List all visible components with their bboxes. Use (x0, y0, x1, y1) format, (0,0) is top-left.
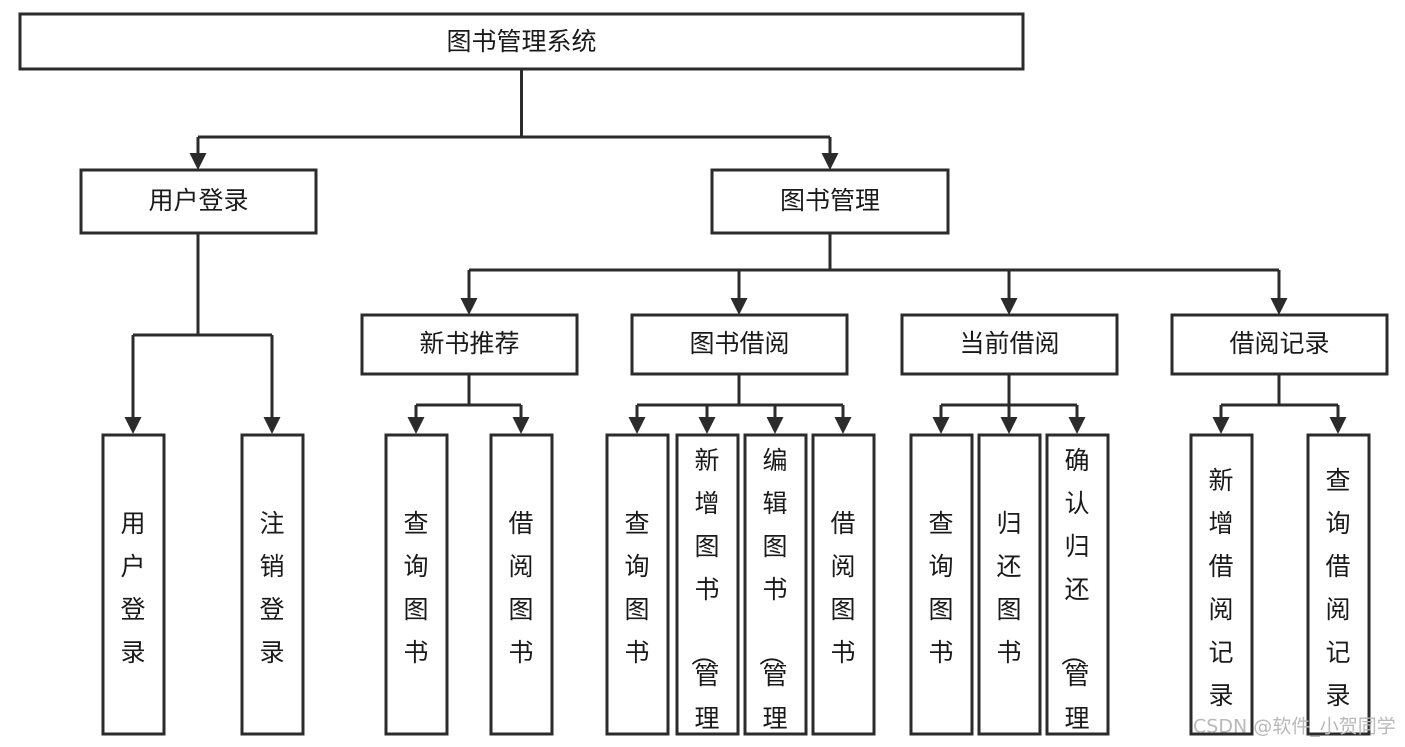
leaf-edit-book[interactable]: 编辑图书（管理员） (743, 433, 808, 747)
arrow-to-leaf-user-login (124, 417, 142, 434)
node-user-login-box[interactable] (79, 168, 318, 235)
leaf-query-record-label: 查询借阅记录 (1325, 466, 1350, 710)
leaf-query-book-3-label: 查询图书 (928, 509, 953, 667)
connector-layer (124, 69, 1347, 434)
leaf-confirm-return-label: 确认归还（管理员） (1058, 446, 1089, 747)
leaf-borrow-book-1-label: 借阅图书 (508, 509, 533, 667)
node-book-borrow[interactable]: 图书借阅 (630, 313, 849, 376)
leaf-query-book-2[interactable]: 查询图书 (605, 433, 670, 736)
leaf-add-record[interactable]: 新增借阅记录 (1189, 433, 1254, 736)
leaf-borrow-book-2-box[interactable] (811, 433, 876, 736)
node-borrow-record-box[interactable] (1170, 313, 1389, 376)
node-new-book-rec-box[interactable] (360, 313, 579, 376)
arrow-to-leaf-query-record (1329, 417, 1347, 434)
node-book-manage-box[interactable] (710, 168, 950, 235)
leaf-add-book-label: 新增图书（管理员） (688, 446, 719, 747)
arrow-to-leaf-query-book-2 (628, 417, 646, 434)
leaf-add-book-box[interactable] (675, 433, 740, 736)
node-user-login-label: 用户登录 (148, 186, 248, 215)
csdn-watermark: CSDN @软件_小贺同学 (1193, 716, 1396, 738)
leaf-query-record[interactable]: 查询借阅记录 (1306, 433, 1371, 736)
leaf-return-book-label: 归还图书 (996, 509, 1021, 667)
leaf-query-book-1-label: 查询图书 (403, 509, 428, 667)
arrow-to-new-book-rec (460, 298, 478, 315)
leaf-query-book-2-box[interactable] (605, 433, 670, 736)
leaf-add-record-box[interactable] (1189, 433, 1254, 736)
leaf-query-book-3[interactable]: 查询图书 (909, 433, 974, 736)
leaf-query-book-1-box[interactable] (384, 433, 449, 736)
arrow-to-leaf-add-book (698, 417, 716, 434)
arrow-to-leaf-query-book-1 (407, 417, 425, 434)
leaf-logout-box[interactable] (240, 433, 305, 736)
node-borrow-record-label: 借阅记录 (1229, 329, 1329, 358)
node-current-borrow[interactable]: 当前借阅 (900, 313, 1119, 376)
arrow-to-leaf-borrow-book-2 (834, 417, 852, 434)
arrow-to-borrow-record (1270, 298, 1288, 315)
arrow-to-current-borrow (1000, 298, 1018, 315)
leaf-return-book-box[interactable] (977, 433, 1042, 736)
node-new-book-rec-label: 新书推荐 (419, 329, 519, 358)
arrow-to-user-login (189, 153, 207, 170)
leaf-logout-label: 注销登录 (259, 509, 284, 667)
node-book-borrow-label: 图书借阅 (689, 329, 789, 358)
leaf-return-book[interactable]: 归还图书 (977, 433, 1042, 736)
leaf-user-login[interactable]: 用户登录 (101, 433, 166, 736)
leaf-query-book-3-box[interactable] (909, 433, 974, 736)
leaf-confirm-return-box[interactable] (1045, 433, 1110, 736)
node-borrow-record[interactable]: 借阅记录 (1170, 313, 1389, 376)
leaf-borrow-book-1[interactable]: 借阅图书 (489, 433, 554, 736)
arrow-to-leaf-logout (263, 417, 281, 434)
leaf-query-record-box[interactable] (1306, 433, 1371, 736)
node-current-borrow-label: 当前借阅 (959, 329, 1059, 358)
leaf-add-record-label: 新增借阅记录 (1208, 466, 1233, 710)
arrow-to-leaf-confirm-return (1068, 417, 1086, 434)
leaf-query-book-1[interactable]: 查询图书 (384, 433, 449, 736)
node-new-book-rec[interactable]: 新书推荐 (360, 313, 579, 376)
leaf-logout[interactable]: 注销登录 (240, 433, 305, 736)
leaf-borrow-book-1-box[interactable] (489, 433, 554, 736)
arrow-to-book-manage (821, 153, 839, 170)
leaf-query-book-2-label: 查询图书 (624, 509, 649, 667)
node-book-borrow-box[interactable] (630, 313, 849, 376)
arrow-to-leaf-borrow-book-1 (512, 417, 530, 434)
node-root-label: 图书管理系统 (446, 27, 596, 56)
node-user-login[interactable]: 用户登录 (79, 168, 318, 235)
node-root[interactable]: 图书管理系统 (18, 12, 1025, 71)
leaf-user-login-label: 用户登录 (120, 509, 145, 667)
node-book-manage[interactable]: 图书管理 (710, 168, 950, 235)
leaf-add-book[interactable]: 新增图书（管理员） (675, 433, 740, 747)
arrow-to-leaf-query-book-3 (932, 417, 950, 434)
leaf-user-login-box[interactable] (101, 433, 166, 736)
leaf-edit-book-box[interactable] (743, 433, 808, 736)
arrow-to-book-borrow (730, 298, 748, 315)
arrow-to-leaf-return-book (1000, 417, 1018, 434)
leaf-borrow-book-2-label: 借阅图书 (830, 509, 855, 667)
node-book-manage-label: 图书管理 (780, 186, 880, 215)
arrow-to-leaf-add-record (1212, 417, 1230, 434)
arrow-to-leaf-edit-book (766, 417, 784, 434)
leaf-edit-book-label: 编辑图书（管理员） (756, 446, 787, 747)
node-root-box[interactable] (18, 12, 1025, 71)
node-current-borrow-box[interactable] (900, 313, 1119, 376)
leaf-confirm-return[interactable]: 确认归还（管理员） (1045, 433, 1110, 747)
leaf-borrow-book-2[interactable]: 借阅图书 (811, 433, 876, 736)
